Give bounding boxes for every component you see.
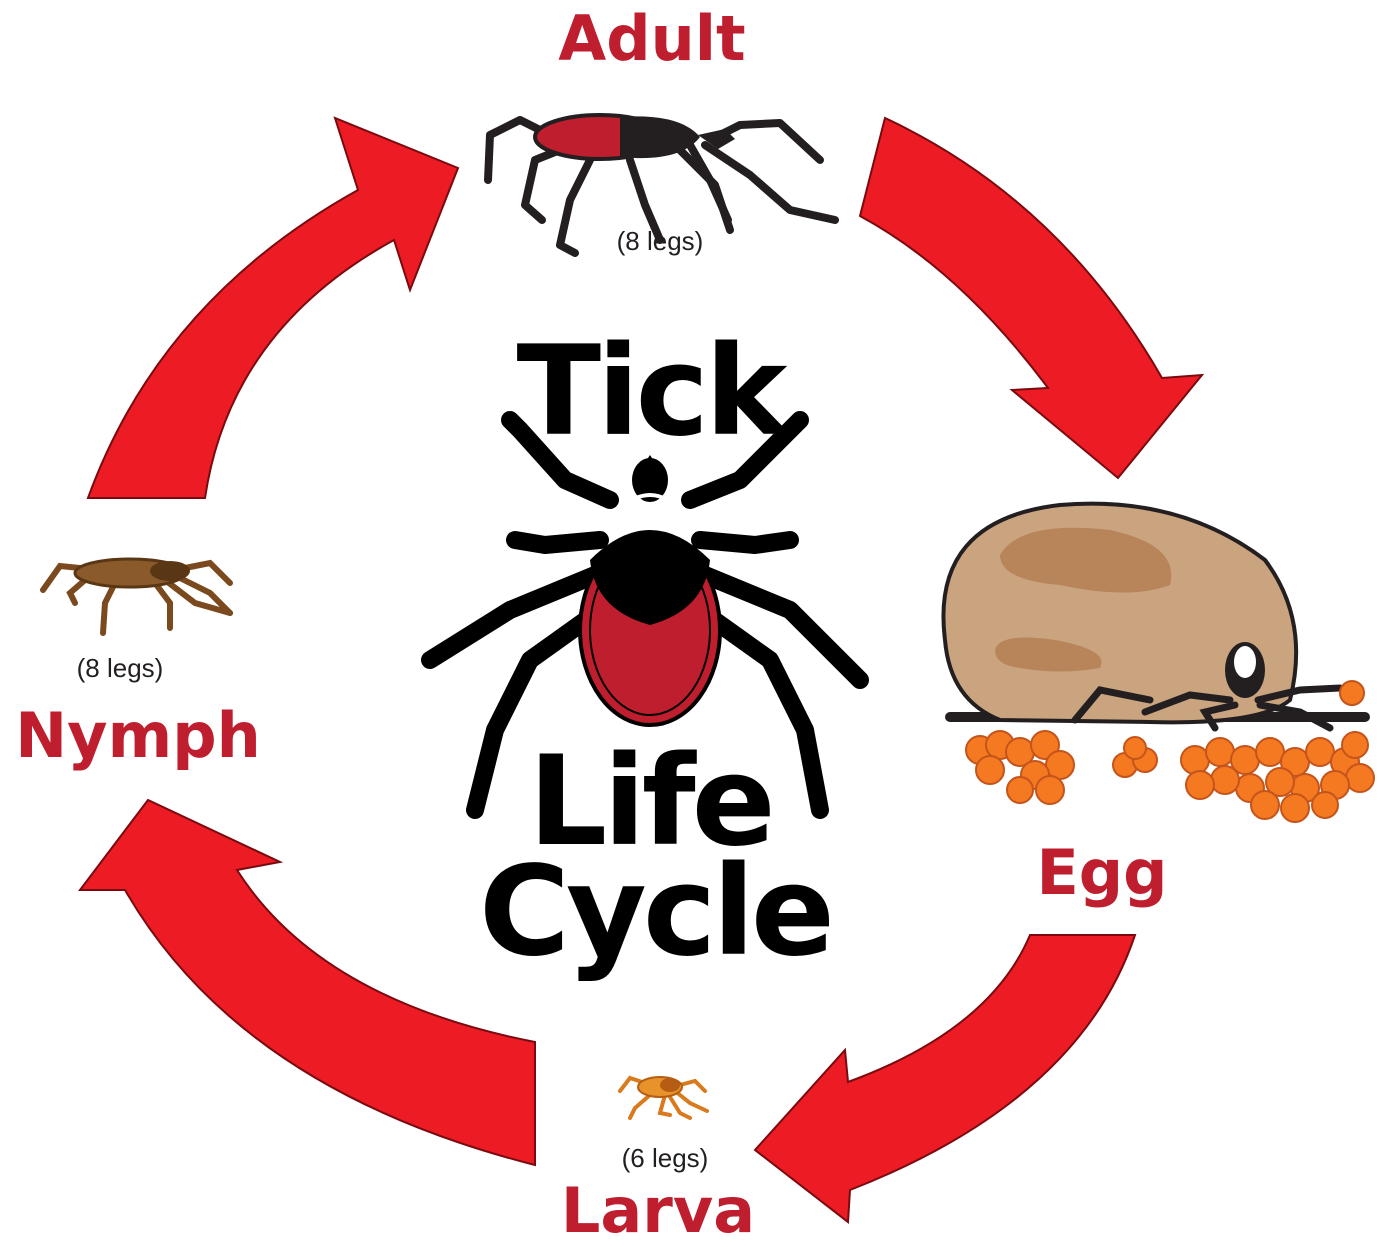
stage-label-nymph: Nymph — [15, 705, 260, 767]
nymph-legs-caption: (8 legs) — [77, 655, 164, 681]
stage-label-egg: Egg — [1036, 842, 1167, 904]
title-line-tick: Tick — [516, 330, 783, 454]
adult-legs-caption: (8 legs) — [617, 228, 704, 254]
stage-label-larva: Larva — [561, 1180, 755, 1242]
arrow-nymph-to-adult — [88, 118, 458, 498]
nymph-tick-icon — [43, 559, 230, 633]
arrow-adult-to-egg — [860, 118, 1202, 478]
egg-laying-tick-icon — [943, 504, 1374, 822]
larva-legs-caption: (6 legs) — [622, 1145, 709, 1171]
arrow-larva-to-nymph — [80, 800, 535, 1165]
title-line-cycle: Cycle — [479, 850, 831, 974]
stage-label-adult: Adult — [558, 8, 745, 70]
larva-tick-icon — [620, 1077, 707, 1118]
